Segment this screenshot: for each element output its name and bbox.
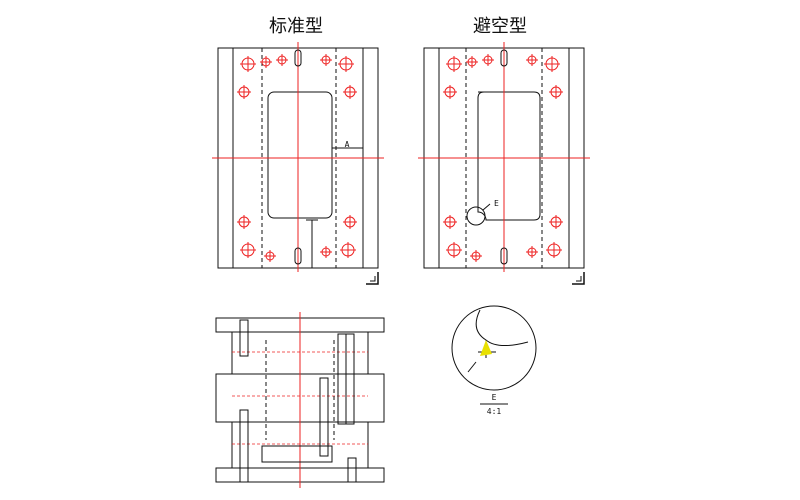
standard-top-view: A	[212, 42, 384, 285]
return-pin-bottom	[239, 409, 249, 483]
clearance-corner-mark	[572, 272, 585, 285]
section-front-view	[215, 312, 385, 488]
detail-e-view: E 4:1	[451, 305, 537, 416]
clearance-top-view: E	[418, 42, 590, 285]
ejector-plate	[261, 445, 333, 463]
standard-bolt-holes	[237, 54, 357, 262]
clearance-cavity-window	[477, 91, 541, 221]
detail-e-callout-label: E	[494, 199, 499, 208]
dimension-a-label: A	[345, 140, 350, 149]
standard-type-title: 标准型	[269, 16, 323, 37]
detail-e-marker-circle	[466, 206, 486, 226]
clearance-bolt-holes	[443, 54, 563, 262]
detail-e-scale: 4:1	[487, 407, 502, 416]
standard-corner-mark	[366, 272, 379, 285]
standard-cavity-window	[267, 91, 333, 219]
detail-e-name: E	[492, 393, 497, 402]
return-pin-left	[239, 319, 249, 357]
detail-e-highlight	[480, 340, 492, 356]
detail-e-circle	[451, 305, 537, 391]
clearance-type-title: 避空型	[473, 16, 527, 37]
